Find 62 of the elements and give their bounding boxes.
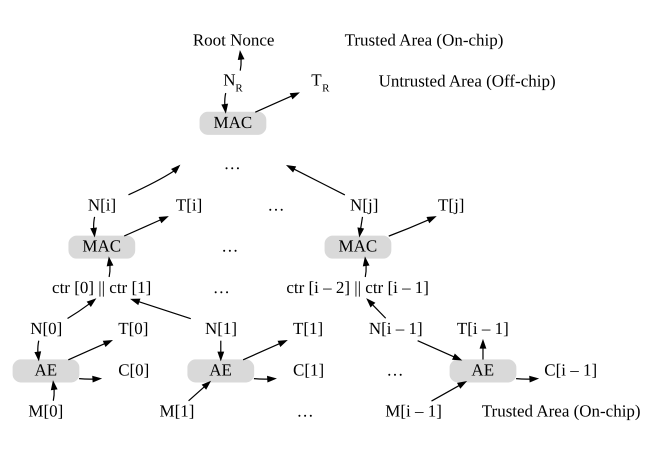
arrow bbox=[388, 216, 437, 236]
label: Trusted Area (On-chip) bbox=[344, 30, 504, 49]
arrow bbox=[68, 339, 114, 360]
arrow bbox=[480, 338, 486, 360]
node-text: N[i – 1] bbox=[368, 318, 423, 338]
arrow bbox=[221, 92, 228, 114]
label: … bbox=[296, 401, 314, 420]
arrow bbox=[50, 380, 58, 400]
node-text: N[1] bbox=[205, 318, 238, 338]
label: … bbox=[224, 154, 241, 173]
arrow bbox=[79, 375, 102, 382]
arrow bbox=[238, 49, 245, 70]
node-text: N[0] bbox=[30, 318, 62, 338]
arrow bbox=[357, 216, 364, 238]
node-box: AE bbox=[12, 358, 80, 382]
node-text: T$_{R}$ bbox=[311, 70, 330, 94]
node-text: ctr [i – 2] || ctr [i – 1] bbox=[286, 277, 429, 296]
arrow bbox=[128, 164, 180, 195]
arrow bbox=[516, 375, 540, 382]
node-text: T[0] bbox=[118, 318, 148, 338]
arrow bbox=[124, 216, 169, 236]
arrow bbox=[242, 339, 288, 360]
node-box: AE bbox=[450, 358, 516, 382]
label: … bbox=[212, 277, 230, 296]
arrow bbox=[362, 256, 370, 277]
label: … bbox=[386, 360, 404, 379]
node-text: M[0] bbox=[28, 401, 64, 420]
node-text: Root Nonce bbox=[192, 30, 274, 49]
node-box: MAC bbox=[200, 111, 266, 134]
node-text: T[1] bbox=[293, 318, 324, 338]
node-text: T[i – 1] bbox=[456, 318, 509, 338]
node-text: M[1] bbox=[159, 401, 194, 420]
arrow bbox=[417, 340, 462, 360]
arrow bbox=[90, 216, 97, 238]
label: Untrusted Area (Off-chip) bbox=[378, 71, 556, 90]
node-box: MAC bbox=[324, 235, 392, 258]
node-text: C[i – 1] bbox=[544, 360, 598, 379]
arrow bbox=[255, 92, 300, 112]
arrow bbox=[254, 375, 277, 382]
node-box: AE bbox=[187, 358, 254, 382]
label: … bbox=[221, 236, 238, 256]
arrow bbox=[366, 298, 386, 318]
arrow bbox=[286, 164, 346, 195]
node-text: N$_{R}$ bbox=[223, 70, 243, 94]
node-text: M[i – 1] bbox=[385, 401, 442, 420]
arrow bbox=[431, 380, 468, 402]
node-text: C[1] bbox=[293, 360, 324, 379]
node-box: MAC bbox=[68, 235, 136, 258]
node-text: N[j] bbox=[350, 194, 378, 214]
arrow bbox=[34, 340, 42, 361]
arrow bbox=[188, 380, 212, 401]
node-text: N[i] bbox=[88, 194, 116, 214]
arrow bbox=[106, 256, 114, 277]
node-text: T[i] bbox=[176, 194, 202, 214]
node-text: ctr [0] || ctr [1] bbox=[52, 277, 152, 296]
arrow bbox=[130, 298, 191, 319]
arrow bbox=[67, 298, 96, 319]
label: Trusted Area (On-chip) bbox=[482, 401, 641, 420]
label: … bbox=[268, 194, 285, 214]
node-text: C[0] bbox=[118, 360, 150, 379]
node-text: T[j] bbox=[438, 194, 464, 214]
arrow bbox=[217, 340, 224, 361]
